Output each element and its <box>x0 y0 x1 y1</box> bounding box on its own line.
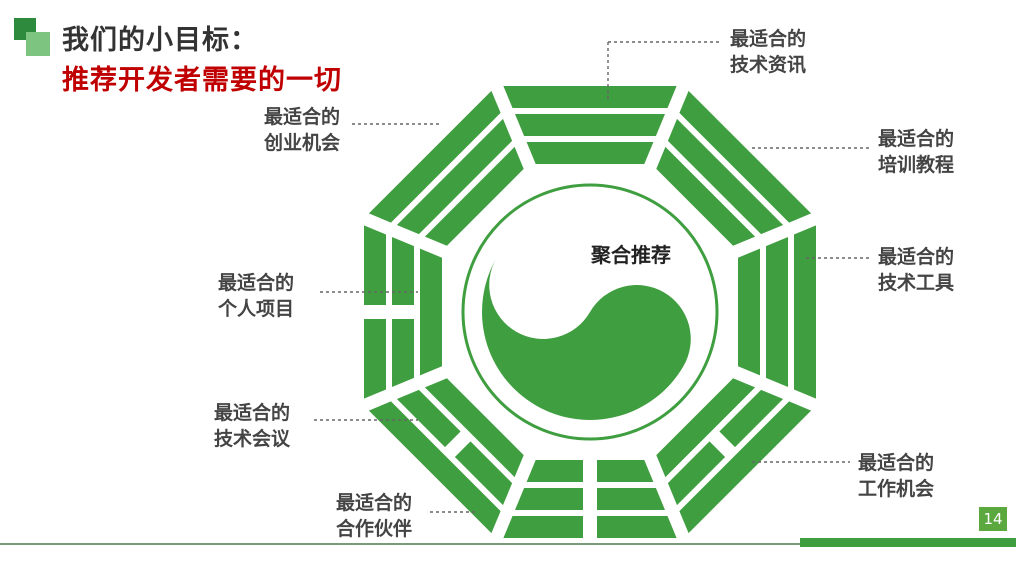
trigram-bar <box>719 389 784 448</box>
label-line1: 最适合的 <box>336 492 413 514</box>
label-conferences: 最适合的 技术会议 <box>214 400 290 452</box>
trigram-bar <box>597 460 654 482</box>
label-line2: 创业机会 <box>264 132 341 154</box>
trigram-bar <box>420 248 442 376</box>
trigram-bar <box>392 237 414 305</box>
label-line2: 技术会议 <box>214 428 291 450</box>
label-startup: 最适合的 创业机会 <box>264 104 340 156</box>
label-jobs: 最适合的 工作机会 <box>858 450 934 502</box>
trigram-bar <box>679 90 812 223</box>
trigram-bar <box>667 441 726 506</box>
label-line1: 最适合的 <box>730 28 807 50</box>
trigram-bar <box>396 118 513 235</box>
trigram-bar <box>424 378 524 478</box>
bottom-accent-bar <box>800 538 1016 547</box>
trigram-bar <box>526 142 654 164</box>
trigram-bar <box>515 488 583 510</box>
trigram-bar <box>503 516 583 538</box>
trigram-bar <box>597 488 665 510</box>
trigram-bar <box>656 378 756 478</box>
bottom-divider <box>0 543 800 545</box>
trigram-bar <box>364 319 386 399</box>
center-dark-label: 开发者 <box>507 294 567 318</box>
trigram-bar <box>738 248 760 376</box>
label-line1: 最适合的 <box>264 106 341 128</box>
trigram-bar <box>364 225 386 305</box>
label-line1: 最适合的 <box>218 272 295 294</box>
trigram-bar <box>396 389 461 448</box>
label-partners: 最适合的 合作伙伴 <box>336 490 412 542</box>
label-line2: 培训教程 <box>878 154 955 176</box>
trigram-bar <box>766 237 788 387</box>
label-tech-tools: 最适合的 技术工具 <box>878 244 954 296</box>
trigram-bar <box>424 146 524 246</box>
trigram-bar <box>794 225 816 399</box>
label-line1: 最适合的 <box>214 402 291 424</box>
label-line2: 个人项目 <box>218 298 295 320</box>
trigram-bar <box>392 319 414 387</box>
label-line2: 工作机会 <box>858 478 935 500</box>
trigram-bar <box>597 516 677 538</box>
trigram-bar <box>515 114 665 136</box>
trigram-bar <box>503 86 677 108</box>
label-training: 最适合的 培训教程 <box>878 126 954 178</box>
trigram-bar <box>526 460 583 482</box>
page-subtitle: 推荐开发者需要的一切 <box>62 65 342 96</box>
label-line1: 最适合的 <box>878 246 955 268</box>
label-line2: 技术工具 <box>878 272 955 294</box>
label-line2: 合作伙伴 <box>336 518 413 540</box>
center-light-label: 聚合推荐 <box>590 243 671 267</box>
label-line1: 最适合的 <box>878 128 955 150</box>
trigram-bar <box>656 146 756 246</box>
label-line2: 技术资讯 <box>730 54 807 76</box>
trigram-bars <box>364 86 816 538</box>
page-number: 14 <box>979 507 1007 531</box>
logo-icon <box>14 18 56 58</box>
label-tech-news: 最适合的 技术资讯 <box>730 26 806 78</box>
leader-lines <box>314 41 870 513</box>
yin-yang-dark <box>482 258 691 420</box>
trigram-bar <box>368 90 501 223</box>
trigram-bar <box>368 401 501 534</box>
trigram-bar <box>679 401 812 534</box>
label-personal-projects: 最适合的 个人项目 <box>218 270 294 322</box>
label-line1: 最适合的 <box>858 452 935 474</box>
trigram-bar <box>454 441 513 506</box>
page-title: 我们的小目标： <box>62 25 258 56</box>
trigram-bar <box>667 118 784 235</box>
